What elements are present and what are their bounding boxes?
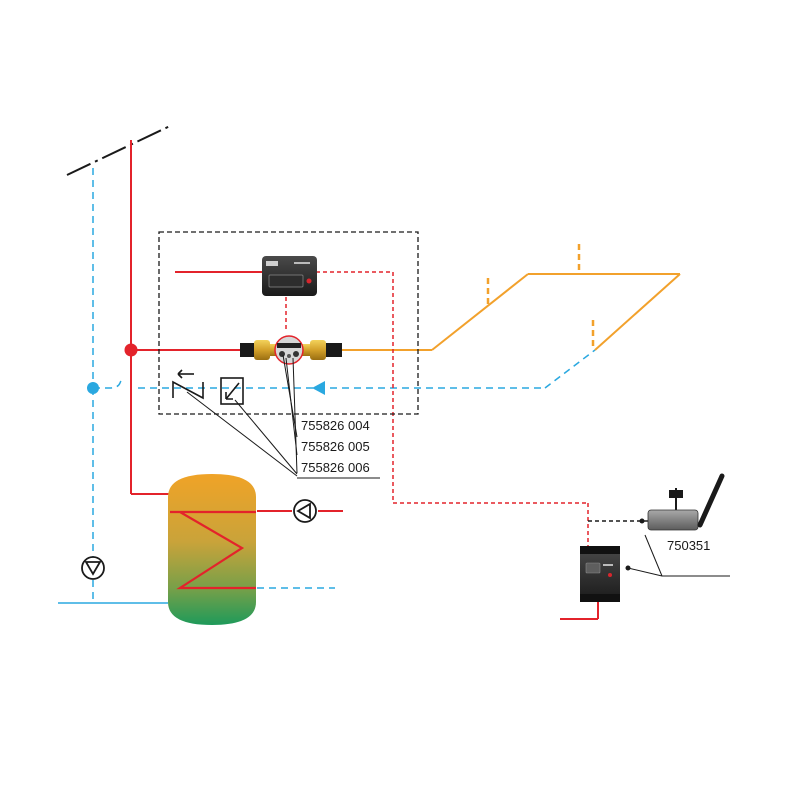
- circulation-pump-icon: [293, 499, 317, 523]
- part-number-label-3: 755826 006: [301, 460, 370, 475]
- roof-line: [66, 125, 171, 176]
- module-leader-lines: [627, 534, 730, 577]
- cold-flow-arrow-icon: [312, 381, 325, 395]
- gateway-antenna-icon: [639, 473, 725, 531]
- solar-loop-lines: [342, 244, 681, 351]
- assembly-boundary: [158, 231, 419, 415]
- gateway-label: 750351: [667, 538, 710, 553]
- controller-display-icon: [262, 256, 317, 296]
- circulation-pump-icon-2: [81, 556, 105, 580]
- check-valve-icon: [172, 369, 204, 400]
- flow-meter-icon: [240, 335, 342, 365]
- temperature-sensor-icon: [220, 377, 244, 405]
- hot-junction-dot: [124, 343, 138, 357]
- control-module-icon: [580, 546, 620, 602]
- cold-junction-dot: [87, 382, 99, 394]
- tank-icon: [168, 474, 256, 625]
- callout-leaders: [186, 354, 380, 479]
- cold-water-lines: [58, 168, 596, 604]
- part-number-label-2: 755826 005: [301, 439, 370, 454]
- signal-lines: [285, 271, 589, 546]
- part-number-label-1: 755826 004: [301, 418, 370, 433]
